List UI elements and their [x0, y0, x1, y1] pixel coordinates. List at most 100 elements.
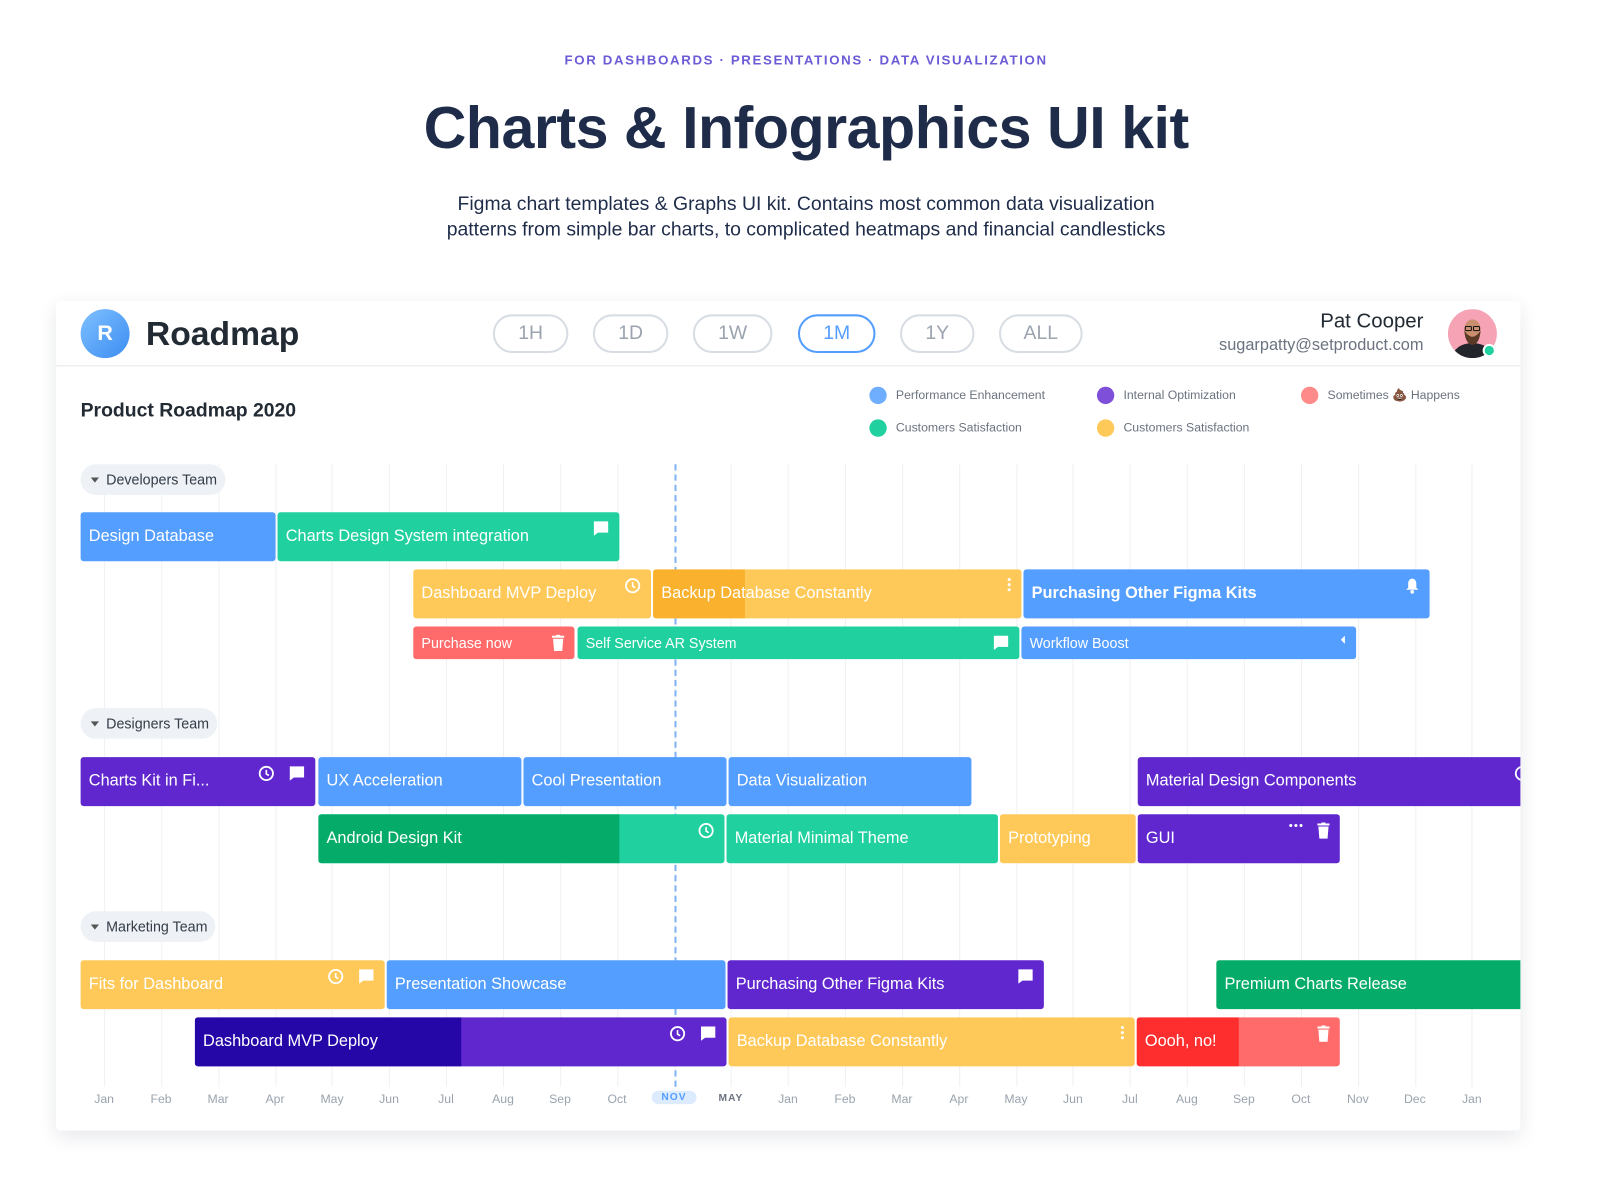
time-range-all[interactable]: ALL: [998, 314, 1083, 354]
app-logo: R: [80, 309, 130, 359]
time-range-1h[interactable]: 1H: [492, 314, 569, 354]
task-label: Material Design Components: [1145, 772, 1357, 790]
comment-icon[interactable]: [1017, 968, 1033, 984]
user-name: Pat Cooper: [1320, 310, 1424, 333]
task-bar[interactable]: UX Acceleration: [318, 757, 522, 807]
axis-label: May: [320, 1091, 344, 1107]
comment-icon[interactable]: [358, 968, 374, 984]
task-actions: [1007, 578, 1011, 592]
task-label: GUI: [1145, 829, 1175, 847]
legend-item: Performance Enhancement: [869, 386, 1045, 404]
axis-label: Mar: [207, 1091, 229, 1107]
task-label: Dashboard MVP Deploy: [203, 1032, 378, 1050]
time-range-1w[interactable]: 1W: [692, 314, 773, 354]
dots-horizontal-icon[interactable]: [1289, 822, 1303, 838]
dots-vertical-icon[interactable]: [1007, 578, 1011, 592]
axis-label: Mar: [891, 1091, 913, 1107]
axis-label: Sep: [549, 1091, 571, 1107]
time-range-1d[interactable]: 1D: [592, 314, 669, 354]
team-name: Developers Team: [106, 471, 218, 488]
clock-icon[interactable]: [698, 822, 714, 839]
task-bar[interactable]: Premium Charts Release: [1216, 960, 1521, 1010]
task-label: Workflow Boost: [1029, 634, 1129, 652]
task-bar[interactable]: Design Database: [80, 512, 276, 562]
task-actions: [624, 578, 641, 594]
task-actions: [552, 634, 565, 652]
trash-icon[interactable]: [552, 634, 565, 652]
clock-icon[interactable]: [669, 1026, 686, 1042]
page-title: Charts & Infographics UI kit: [423, 94, 1190, 162]
task-bar[interactable]: Material Design Components: [1137, 757, 1521, 807]
legend-label: Sometimes 💩 Happens: [1327, 387, 1460, 403]
axis-label: Sep: [1232, 1091, 1255, 1107]
team-toggle[interactable]: Marketing Team: [80, 911, 216, 942]
team-toggle[interactable]: Developers Team: [80, 464, 226, 495]
comment-icon[interactable]: [593, 520, 609, 536]
clock-icon[interactable]: [258, 765, 274, 782]
task-bar[interactable]: Charts Kit in Fi...: [80, 757, 316, 807]
task-bar[interactable]: Cool Presentation: [523, 757, 727, 807]
task-bar[interactable]: Backup Database Constantly: [653, 569, 1022, 619]
task-actions: [1514, 765, 1521, 781]
team-toggle[interactable]: Designers Team: [80, 708, 218, 739]
task-bar[interactable]: Presentation Showcase: [386, 960, 726, 1010]
task-label: Data Visualization: [736, 772, 868, 790]
task-label: Backup Database Constantly: [661, 584, 872, 603]
task-label: Self Service AR System: [585, 634, 737, 652]
comment-icon[interactable]: [289, 765, 305, 781]
task-bar[interactable]: GUI: [1137, 814, 1340, 864]
user-email: sugarpatty@setproduct.com: [1219, 336, 1424, 355]
task-bar[interactable]: Backup Database Constantly: [728, 1017, 1135, 1067]
clock-icon[interactable]: [624, 578, 641, 594]
task-bar[interactable]: Android Design Kit: [318, 814, 725, 864]
time-range-1y[interactable]: 1Y: [899, 314, 975, 354]
bell-icon[interactable]: [1405, 578, 1419, 594]
task-bar[interactable]: Dashboard MVP Deploy: [194, 1017, 727, 1067]
task-bar[interactable]: Purchasing Other Figma Kits: [727, 960, 1044, 1010]
task-bar[interactable]: Charts Design System integration: [277, 512, 620, 562]
axis-label: Feb: [150, 1091, 172, 1107]
task-progress: [653, 569, 746, 619]
task-bar[interactable]: Purchasing Other Figma Kits: [1023, 569, 1430, 619]
axis-label: NOV: [651, 1090, 697, 1105]
legend-item: Customers Satisfaction: [869, 418, 1022, 437]
avatar-image: [1447, 309, 1497, 359]
task-label: Backup Database Constantly: [736, 1032, 948, 1050]
comment-icon[interactable]: [700, 1026, 716, 1042]
trash-icon[interactable]: [1317, 1025, 1330, 1042]
task-bar[interactable]: Dashboard MVP Deploy: [413, 569, 652, 619]
task-bar[interactable]: Workflow Boost: [1021, 626, 1357, 660]
task-bar[interactable]: Fits for Dashboard: [80, 960, 385, 1010]
axis-label: Feb: [834, 1091, 856, 1107]
caret-left-icon[interactable]: [1340, 635, 1346, 645]
axis-label: Oct: [607, 1091, 627, 1107]
task-progress: [194, 1017, 461, 1067]
axis-label: May: [1004, 1091, 1028, 1107]
task-progress: [318, 814, 619, 864]
axis-label: Jan: [1461, 1091, 1482, 1107]
axis-label: Jun: [1063, 1091, 1083, 1107]
comment-icon[interactable]: [993, 635, 1009, 651]
axis-label: Aug: [1175, 1091, 1198, 1107]
legend-label: Customers Satisfaction: [895, 420, 1022, 435]
grid-line: [1072, 464, 1074, 1087]
task-bar[interactable]: Prototyping: [999, 814, 1136, 864]
time-range-1m[interactable]: 1M: [797, 314, 876, 354]
clock-icon[interactable]: [328, 968, 344, 985]
task-actions: [993, 635, 1009, 651]
avatar[interactable]: [1447, 309, 1497, 359]
task-label: UX Acceleration: [326, 772, 443, 790]
clock-icon[interactable]: [1514, 765, 1521, 781]
axis-label: Jun: [379, 1091, 399, 1107]
dots-vertical-icon[interactable]: [1120, 1026, 1124, 1040]
task-bar[interactable]: Oooh, no!: [1136, 1017, 1340, 1067]
task-bar[interactable]: Material Minimal Theme: [726, 814, 998, 864]
task-bar[interactable]: Self Service AR System: [577, 626, 1020, 660]
task-bar[interactable]: Data Visualization: [728, 757, 972, 807]
trash-icon[interactable]: [1317, 822, 1330, 839]
task-bar[interactable]: Purchase now: [413, 626, 575, 660]
caret-down-icon: [90, 923, 99, 930]
caret-down-icon: [90, 720, 99, 727]
